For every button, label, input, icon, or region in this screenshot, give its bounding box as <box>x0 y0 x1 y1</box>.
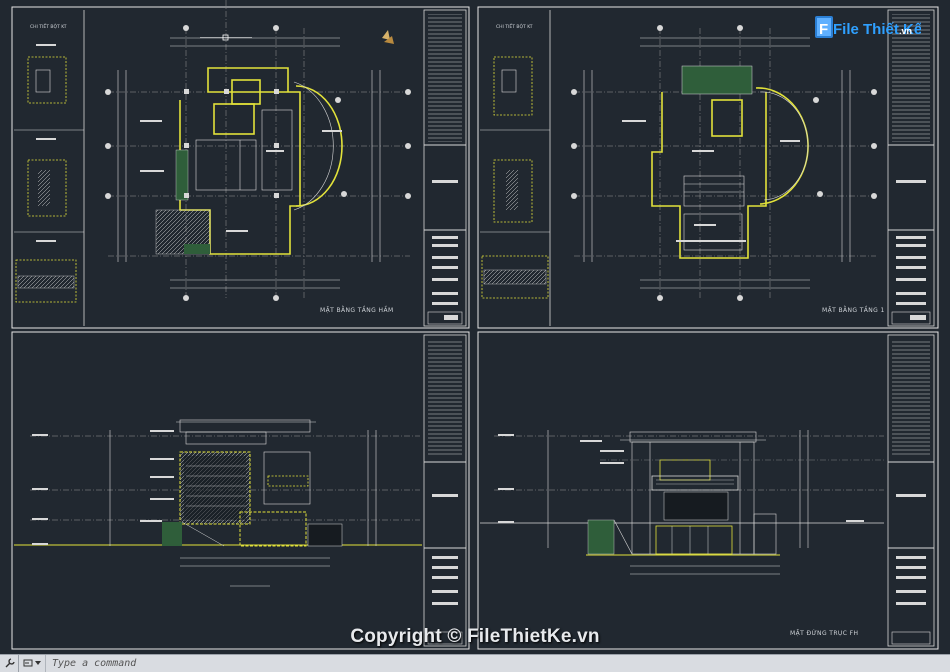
title-blocks <box>423 9 935 647</box>
title-block-4 <box>887 334 935 647</box>
title-block-1 <box>423 9 467 327</box>
sheet-1-details <box>14 10 85 326</box>
sheet-2-plan <box>571 25 877 301</box>
drawing-viewport[interactable]: CHI TIẾT BỘT KT CHI TIẾT BỘT KT MẶT BẰNG… <box>0 0 950 654</box>
command-input[interactable] <box>46 655 950 672</box>
sheet-frames <box>11 6 939 650</box>
sheet-2-detail-heading: CHI TIẾT BỘT KT <box>496 25 533 30</box>
logo-text: File Thiết Kế <box>833 21 921 38</box>
command-line-bar <box>0 654 950 672</box>
cad-canvas[interactable] <box>0 0 950 654</box>
sheet-2-details <box>480 10 551 326</box>
sheet-1-plan <box>105 0 411 301</box>
title-block-2 <box>887 9 935 327</box>
sheet-2-title: MẶT BẰNG TẦNG 1 <box>822 307 885 314</box>
north-arrow-icon <box>382 30 394 44</box>
command-history-icon[interactable] <box>19 655 46 672</box>
sheet-4-title: MẶT ĐỨNG TRỤC FH <box>790 630 859 637</box>
title-block-3 <box>423 334 467 647</box>
sheet-1-detail-heading: CHI TIẾT BỘT KT <box>30 25 67 30</box>
filethietke-logo: F File Thiết Kế .vn <box>813 10 923 44</box>
wrench-icon[interactable] <box>0 655 19 672</box>
logo-suffix: .vn <box>899 26 912 36</box>
sheet-1-title: MẶT BẰNG TẦNG HẦM <box>320 307 394 314</box>
sheet-4-elevation <box>480 430 884 575</box>
sheet-3-elevation <box>14 419 422 587</box>
copyright-watermark: Copyright © FileThietKe.vn <box>350 626 600 647</box>
svg-text:F: F <box>819 21 828 38</box>
